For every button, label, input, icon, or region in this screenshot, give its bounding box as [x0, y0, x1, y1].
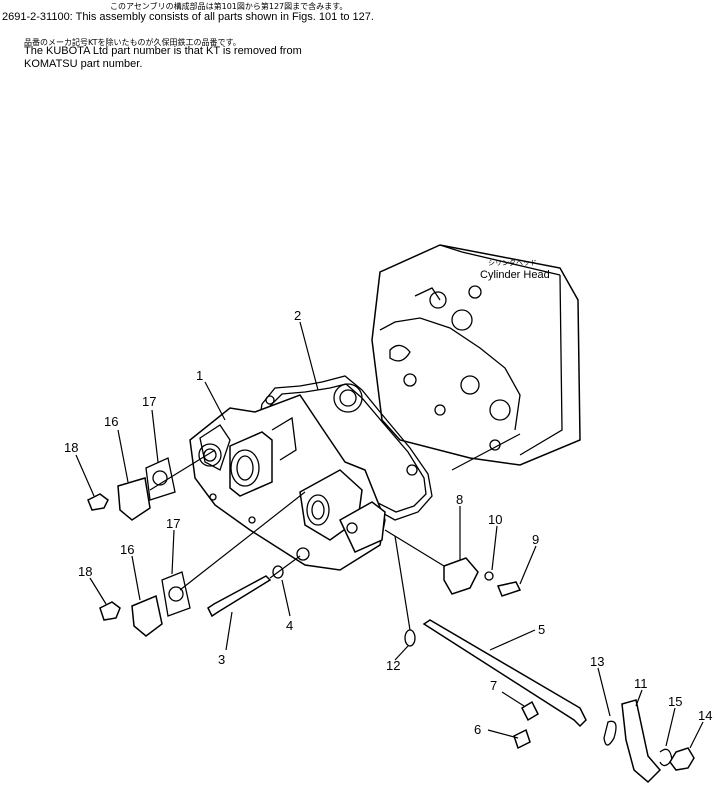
header-note-jp-2: 品番のメーカ記号KTを除いたものが久保田鉄工の品番です。 — [24, 38, 241, 47]
callout-8: 8 — [456, 492, 463, 507]
callout-13: 13 — [590, 654, 604, 669]
header-note-1: 2691-2-31100: This assembly consists of … — [2, 11, 374, 23]
callout-9: 9 — [532, 532, 539, 547]
washer-10 — [484, 571, 494, 581]
callout-18-upper: 18 — [64, 440, 78, 455]
lever-11 — [621, 699, 662, 784]
callout-4: 4 — [286, 618, 293, 633]
bolt-18-upper — [87, 493, 109, 511]
spring-washer-13 — [603, 720, 617, 746]
washer-4 — [272, 565, 284, 579]
screw-7 — [521, 700, 539, 722]
gasket-port-inner — [339, 389, 357, 407]
callout-11: 11 — [634, 676, 648, 691]
housing-drawing — [189, 394, 386, 571]
cover-plate-upper — [117, 477, 151, 521]
shaft-5 — [422, 619, 587, 728]
gasket-hole — [265, 395, 275, 405]
header-note-jp-1: このアセンブリの構成部品は第101図から第127図まで含みます。 — [110, 2, 348, 11]
callout-2: 2 — [294, 308, 301, 323]
header-notes: このアセンブリの構成部品は第101図から第127図まで含みます。 2691-2-… — [0, 0, 716, 80]
cylinder-head-label: Cylinder Head — [480, 269, 550, 281]
callout-6: 6 — [474, 722, 481, 737]
cover-gasket-upper — [145, 457, 176, 501]
cover-plate-lower — [131, 594, 163, 637]
header-note-3: KOMATSU part number. — [24, 58, 143, 70]
cover-gasket-upper-port — [152, 470, 168, 486]
gasket-hole — [406, 464, 418, 476]
screw-6 — [513, 728, 531, 750]
assembly-guide-lines — [149, 433, 521, 631]
callout-18-lower: 18 — [78, 564, 92, 579]
callout-7: 7 — [490, 678, 497, 693]
callout-1: 1 — [196, 368, 203, 383]
callout-17-upper: 17 — [142, 394, 156, 409]
callout-leaders — [75, 321, 704, 749]
cover-gasket-lower — [161, 571, 191, 617]
callout-14: 14 — [698, 708, 712, 723]
header-note-2: The KUBOTA Ltd part number is that KT is… — [24, 45, 302, 57]
bracket-8 — [443, 557, 479, 595]
gasket-port — [333, 383, 363, 413]
callout-16-upper: 16 — [104, 414, 118, 429]
callout-12: 12 — [386, 658, 400, 673]
nut-14 — [669, 747, 695, 771]
callout-16-lower: 16 — [120, 542, 134, 557]
callout-10: 10 — [488, 512, 502, 527]
cover-gasket-lower-port — [168, 586, 184, 602]
bolt-9 — [496, 581, 522, 597]
callout-15: 15 — [668, 694, 682, 709]
long-bolt — [207, 575, 272, 618]
cylinder-head-drawing — [371, 244, 581, 466]
callout-5: 5 — [538, 622, 545, 637]
callout-17-lower: 17 — [166, 516, 180, 531]
bolt-18-lower — [99, 601, 121, 621]
callout-3: 3 — [218, 652, 225, 667]
o-ring-12 — [404, 629, 416, 647]
cylinder-head-label-jp: シリンダヘッド — [488, 258, 537, 267]
